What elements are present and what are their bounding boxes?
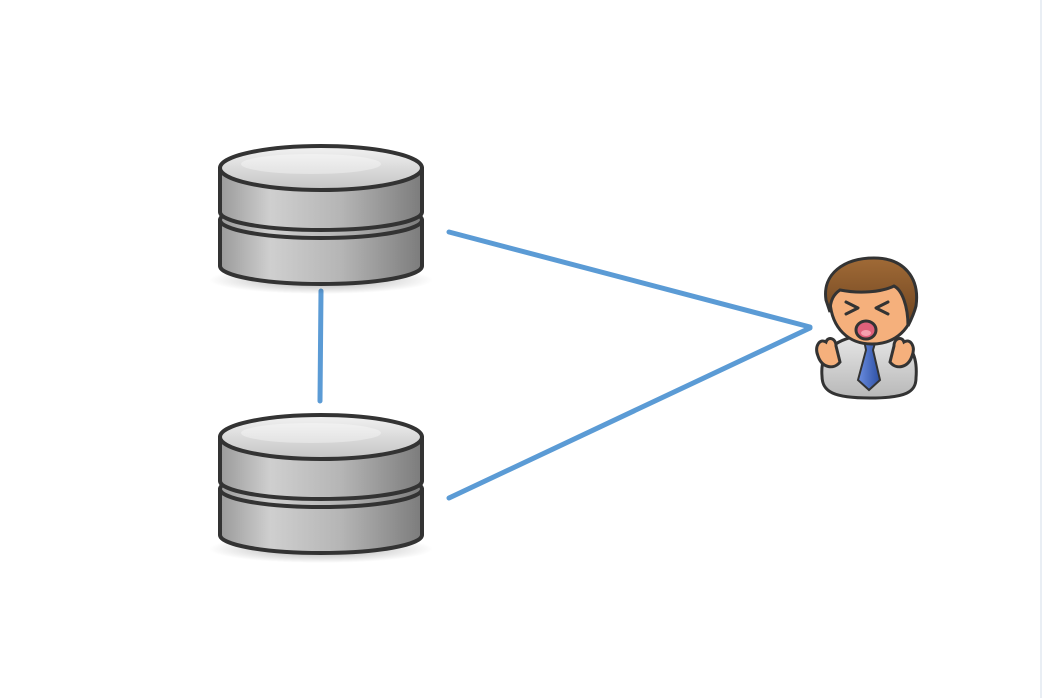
connector-db-secondary-to-user <box>446 325 813 501</box>
connector-db-primary-to-db-secondary <box>317 288 324 404</box>
angry-user-icon <box>815 256 919 400</box>
connector-db-primary-to-user <box>446 229 813 330</box>
database-icon <box>207 413 435 565</box>
database-icon <box>207 144 435 296</box>
slide-edge <box>1040 0 1042 698</box>
